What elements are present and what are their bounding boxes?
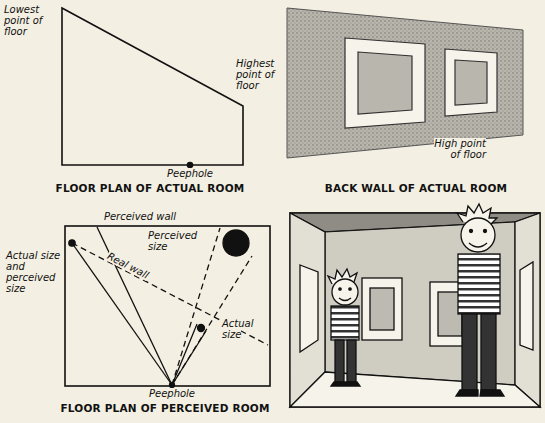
floor-note: Lowest point of floor xyxy=(4,4,60,37)
floor-note: Highest point of floor xyxy=(236,58,288,91)
wall-label: Perceived wall xyxy=(95,211,185,222)
size-note: Actual size and perceived size xyxy=(6,250,61,294)
actual-floor-plan xyxy=(62,8,243,168)
back-wall xyxy=(287,8,523,158)
size-note: Perceived size xyxy=(148,230,206,252)
floor-note: High point of floor xyxy=(431,138,486,160)
panel-caption: FLOOR PLAN OF ACTUAL ROOM xyxy=(30,183,270,194)
perceived-floor-plan xyxy=(65,226,270,388)
size-note: Actual size xyxy=(222,318,268,340)
peephole-label: Peephole xyxy=(142,388,202,399)
ames-room-scene xyxy=(290,204,540,407)
panel-caption: FLOOR PLAN OF PERCEIVED ROOM xyxy=(35,403,295,414)
peephole-label: Peephole xyxy=(160,168,220,179)
wall-label: Real wall xyxy=(99,247,157,284)
panel-caption: BACK WALL OF ACTUAL ROOM xyxy=(296,183,536,194)
